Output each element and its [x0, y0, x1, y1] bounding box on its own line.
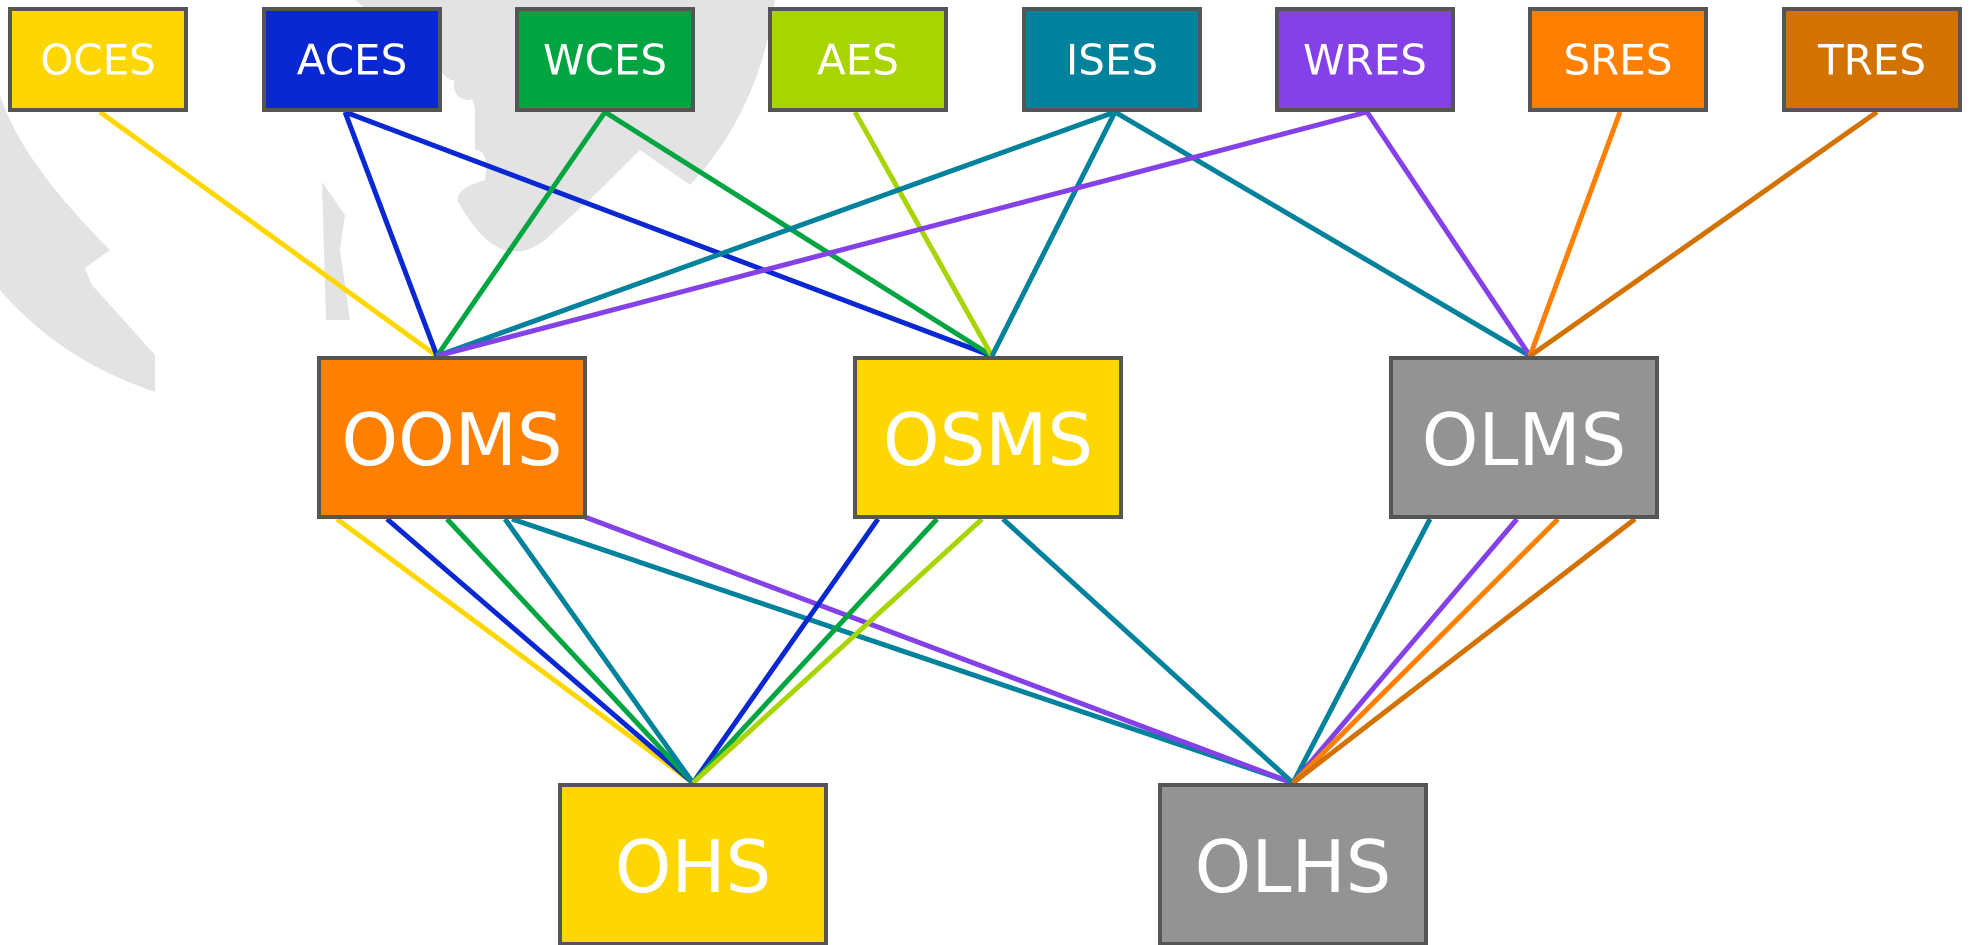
node-aces: ACES: [262, 7, 442, 112]
node-aes: AES: [768, 7, 948, 112]
node-olms-label: OLMS: [1422, 398, 1627, 482]
edge-wres-to-ooms-9: [436, 109, 1368, 359]
edge-ises-to-osms-7: [989, 110, 1118, 358]
edges-layer: [98, 109, 1879, 786]
edge-wces-to-osms-4: [603, 109, 994, 359]
edge-olms-to-olhs-26: [1291, 517, 1637, 785]
edge-tres-to-olms-12: [1528, 109, 1879, 359]
node-wres: WRES: [1275, 7, 1455, 112]
node-osms-label: OSMS: [883, 398, 1093, 482]
edge-ises-to-olms-8: [1113, 109, 1532, 359]
node-tres-label: TRES: [1817, 36, 1926, 85]
edge-olms-to-olhs-25: [1291, 517, 1560, 785]
node-wces: WCES: [515, 7, 695, 112]
node-ooms: OOMS: [317, 356, 587, 519]
node-sres: SRES: [1528, 7, 1708, 112]
node-osms: OSMS: [853, 356, 1123, 519]
edge-olms-to-olhs-23: [1290, 517, 1433, 785]
edge-osms-to-ohs-20: [691, 517, 939, 785]
node-aes-label: AES: [817, 36, 899, 85]
edge-ooms-to-ohs-15: [445, 517, 695, 785]
edge-ooms-to-ohs-14: [385, 517, 695, 785]
node-wces-label: WCES: [543, 36, 667, 85]
edge-oces-to-ooms-0: [98, 109, 439, 359]
edge-aes-to-osms-5: [852, 110, 995, 358]
node-ises: ISES: [1022, 7, 1202, 112]
node-olms: OLMS: [1389, 356, 1659, 519]
edge-ooms-to-olhs-18: [584, 514, 1294, 786]
node-sres-label: SRES: [1563, 36, 1672, 85]
edge-ises-to-ooms-6: [436, 109, 1116, 359]
edge-wces-to-ooms-3: [434, 110, 608, 358]
edge-wres-to-olms-10: [1364, 110, 1533, 358]
node-ohs-label: OHS: [615, 825, 772, 909]
edge-sres-to-olms-11: [1527, 111, 1623, 357]
node-oces: OCES: [8, 7, 188, 112]
nodes-layer: OCES ACES WCES AES ISES WRES SRES TRES: [8, 7, 1962, 945]
edge-aces-to-ooms-1: [342, 111, 440, 357]
edge-osms-to-ohs-21: [691, 517, 984, 785]
edge-osms-to-olhs-22: [1001, 517, 1295, 785]
node-aces-label: ACES: [297, 36, 408, 85]
node-olhs-label: OLHS: [1195, 825, 1392, 909]
edge-ooms-to-ohs-16: [502, 517, 696, 785]
node-ooms-label: OOMS: [341, 398, 562, 482]
edge-aces-to-osms-2: [344, 109, 993, 359]
node-tres: TRES: [1782, 7, 1962, 112]
node-ises-label: ISES: [1066, 36, 1158, 85]
node-wres-label: WRES: [1303, 36, 1427, 85]
node-olhs: OLHS: [1158, 783, 1428, 945]
edge-osms-to-ohs-19: [690, 517, 881, 785]
node-oces-label: OCES: [40, 36, 156, 85]
edge-olms-to-olhs-24: [1291, 517, 1519, 785]
edge-ooms-to-olhs-17: [511, 516, 1294, 786]
edge-ooms-to-ohs-13: [335, 516, 695, 786]
node-ohs: OHS: [558, 783, 828, 945]
